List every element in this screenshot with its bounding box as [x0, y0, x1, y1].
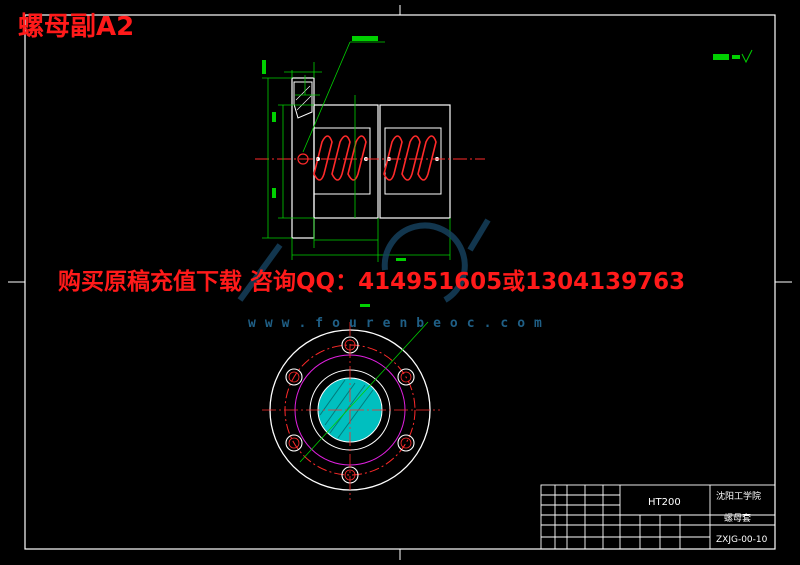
drawing-frame	[8, 5, 792, 560]
part-name-label: 螺母套	[724, 512, 751, 524]
surface-finish-note	[713, 49, 753, 64]
sheet-title: 螺母副A2	[18, 12, 135, 42]
watermark-url: www.fourenbeoc.com	[248, 316, 551, 331]
ad-banner: 购买原稿充值下载 咨询QQ：414951605或1304139763	[58, 269, 686, 295]
school-label: 沈阳工学院	[716, 490, 761, 502]
drawing-number-label: ZXJG-00-10	[716, 535, 768, 545]
front-view	[255, 77, 485, 239]
title-block	[540, 484, 776, 550]
material-label: HT200	[648, 497, 681, 508]
dimension-lines	[262, 36, 451, 307]
side-view	[262, 321, 440, 500]
watermark-logo	[237, 218, 491, 303]
